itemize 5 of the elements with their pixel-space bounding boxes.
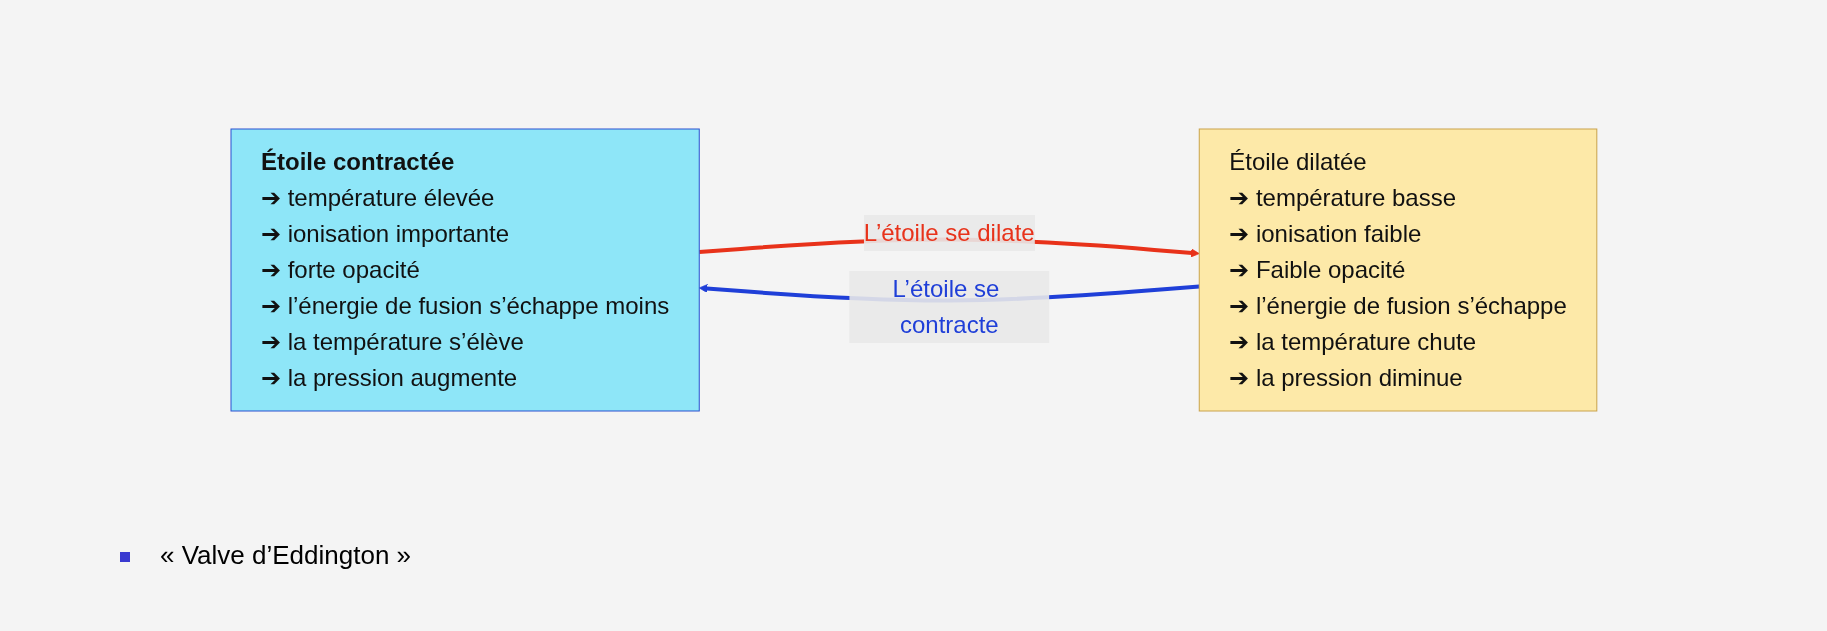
node-box: Étoile dilatée ➔ température basse ➔ ionisation faible ➔ Faible opacité ➔ l’énergie de fusion s’échappe ➔ la température chute ➔ la pression diminue: [1198, 128, 1597, 412]
edge-label: L’étoile se dilate: [863, 219, 1035, 246]
edge-label: L’étoile se contracte: [892, 275, 999, 338]
note-text: « Valve d’Eddington »: [160, 540, 412, 571]
node-box: Étoile contractée ➔ température élevée ➔ ionisation importante ➔ forte opacité ➔ l’énergie de fusion s’échappe moins ➔ la température s’élève ➔ la pression augmente: [230, 128, 700, 412]
